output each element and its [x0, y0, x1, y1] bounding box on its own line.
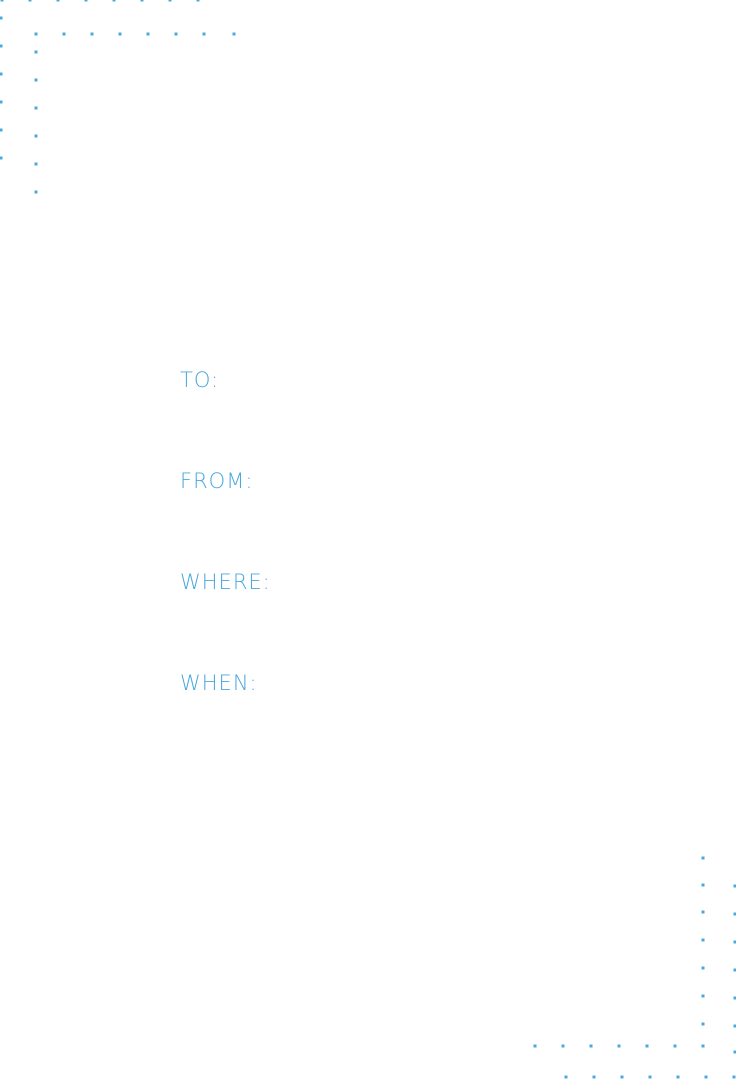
decorative-dot: [34, 32, 38, 36]
decorative-dot: [733, 1050, 736, 1054]
decorative-dot: [673, 1044, 677, 1048]
decorative-dot: [592, 1075, 596, 1079]
decorative-dot: [561, 1044, 565, 1048]
decorative-dot: [118, 32, 122, 36]
decorative-dot: [733, 940, 736, 944]
decorative-dot: [28, 0, 32, 2]
decorative-dot: [146, 32, 150, 36]
decorative-dot: [533, 1044, 537, 1048]
decorative-dot: [701, 938, 705, 942]
decorative-dot: [0, 16, 3, 20]
decorative-dot: [701, 966, 705, 970]
decorative-dot: [648, 1075, 652, 1079]
decorative-dot: [701, 1022, 705, 1026]
top-left-dot-pattern: [0, 0, 236, 194]
decorative-dot: [232, 32, 236, 36]
decorative-dot: [701, 994, 705, 998]
decorative-dot: [589, 1044, 593, 1048]
decorative-dot: [676, 1075, 680, 1079]
decorative-dot: [701, 856, 705, 860]
decorative-dot: [0, 44, 3, 48]
decorative-dot: [645, 1044, 649, 1048]
decorative-dot: [701, 910, 705, 914]
where-label: WHERE:: [180, 570, 271, 594]
decorative-dot: [112, 0, 116, 2]
decorative-dot: [733, 884, 736, 888]
decorative-dot: [564, 1075, 568, 1079]
decorative-dot: [732, 1075, 736, 1079]
decorative-dot: [704, 1075, 708, 1079]
decorative-dot: [620, 1075, 624, 1079]
from-label: FROM:: [180, 469, 254, 493]
decorative-dot: [174, 32, 178, 36]
decorative-dot: [62, 32, 66, 36]
decorative-dot: [733, 968, 736, 972]
decorative-dot: [701, 1044, 705, 1048]
decorative-dot: [202, 32, 206, 36]
decorative-dot: [34, 50, 38, 54]
decorative-dot: [84, 0, 88, 2]
decorative-dot: [701, 883, 705, 887]
decorative-dot: [34, 162, 38, 166]
decorative-dot: [733, 996, 736, 1000]
decorative-dot: [34, 190, 38, 194]
decorative-dot: [56, 0, 60, 2]
decorative-dot: [0, 156, 3, 160]
decorative-dot: [0, 128, 3, 132]
decorative-dot: [168, 0, 172, 2]
decorative-dot: [0, 100, 3, 104]
to-label: TO:: [180, 368, 220, 392]
decorative-dot: [0, 0, 4, 2]
decorative-dot: [34, 134, 38, 138]
decorative-dot: [34, 106, 38, 110]
decorative-dot: [90, 32, 94, 36]
decorative-dot: [617, 1044, 621, 1048]
decorative-dot: [733, 1024, 736, 1028]
decorative-dot: [196, 0, 200, 2]
when-label: WHEN:: [180, 671, 258, 695]
decorative-dot: [34, 78, 38, 82]
decorative-dot: [733, 912, 736, 916]
bottom-right-dot-pattern: [533, 856, 736, 1079]
decorative-dot: [0, 72, 3, 76]
decorative-dot: [140, 0, 144, 2]
